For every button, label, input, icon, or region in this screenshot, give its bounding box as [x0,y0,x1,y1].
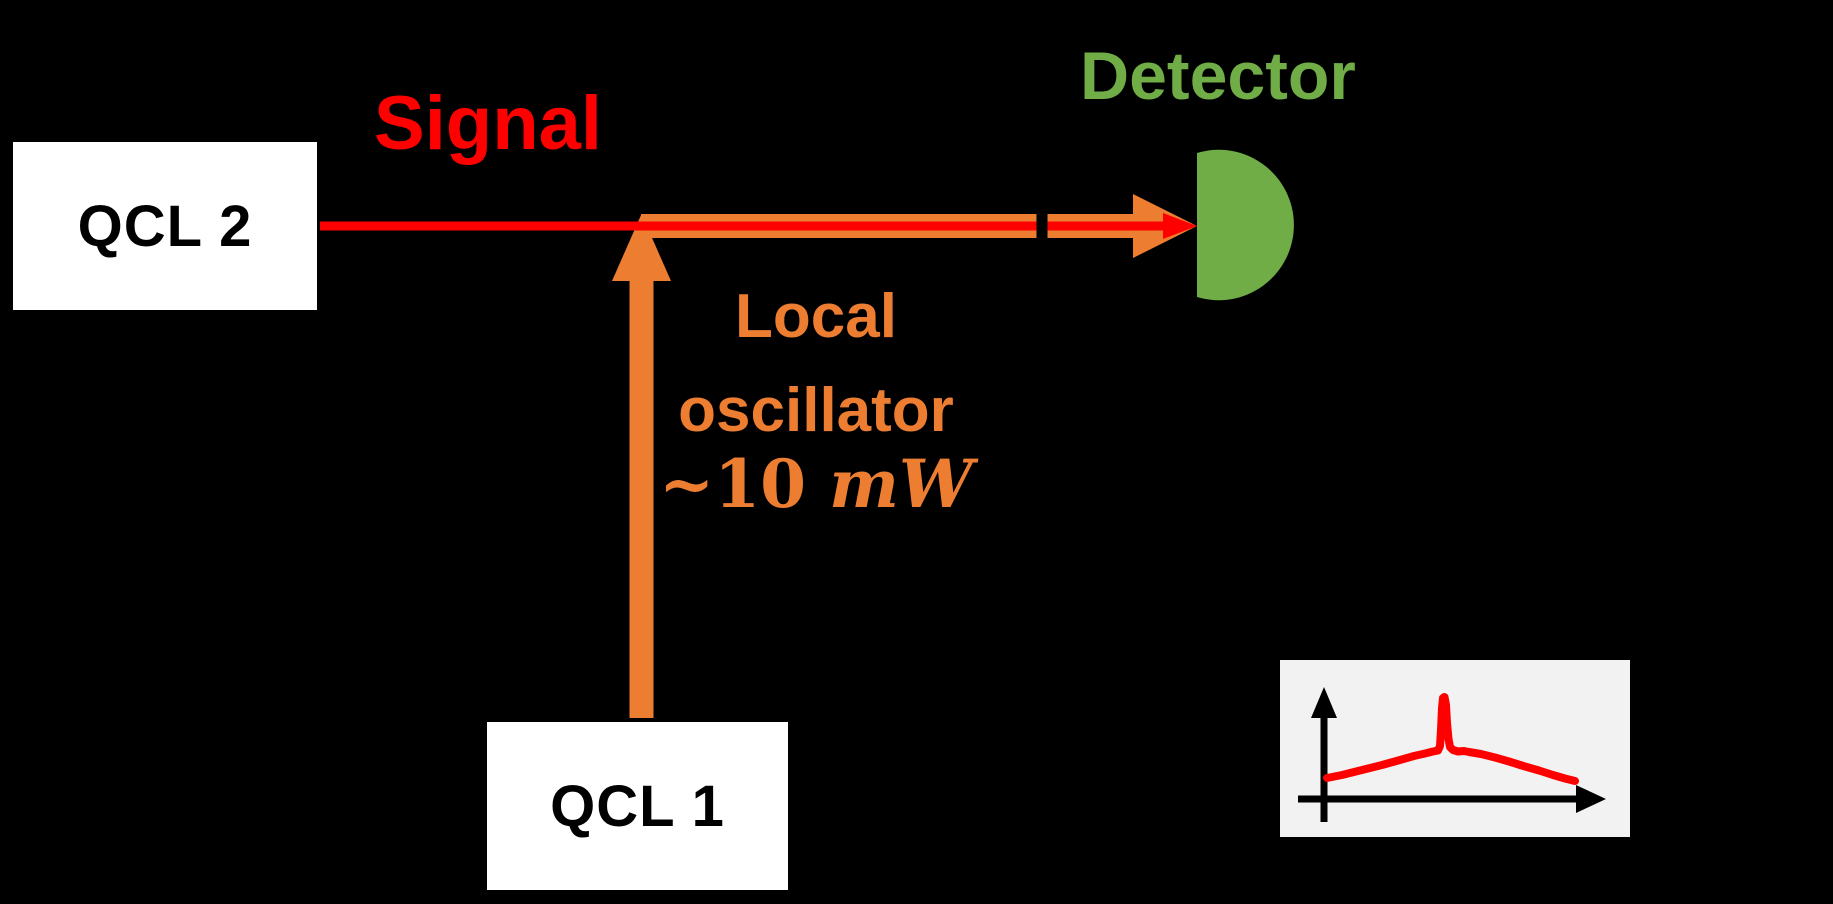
qcl1-label: QCL 1 [550,773,725,839]
qcl2-label: QCL 2 [77,193,253,259]
inset-x-axis [1298,795,1577,803]
local-oscillator-label-line1: Local [735,282,897,351]
lo-power-unit: mW [829,445,974,523]
local-oscillator-label: Local oscillator [641,270,991,458]
inset-spectrum-panel [1280,660,1630,837]
detector-shape-icon [1197,149,1294,301]
beam-gap-tick [1036,210,1048,244]
signal-beam-arrowhead-icon [1163,213,1197,239]
lo-power-value: ~10 [658,445,830,523]
inset-y-axis [1320,714,1328,822]
inset-spectrum-plot [1298,687,1606,822]
inset-curve [1323,693,1579,785]
signal-beam-line [320,221,1166,231]
qcl1-box: QCL 1 [487,722,788,890]
inset-x-axis-arrowhead-icon [1576,785,1606,813]
lo-power-label: ~10 mW [641,450,991,518]
inset-y-axis-arrowhead-icon [1311,687,1337,718]
lo-beam-vertical-shaft [629,275,654,718]
lo-beam-vertical-arrowhead-icon [612,214,671,281]
detector-label: Detector [1080,38,1356,114]
qcl2-box: QCL 2 [13,142,317,310]
local-oscillator-label-line2: oscillator [678,376,954,445]
signal-label: Signal [374,81,603,166]
